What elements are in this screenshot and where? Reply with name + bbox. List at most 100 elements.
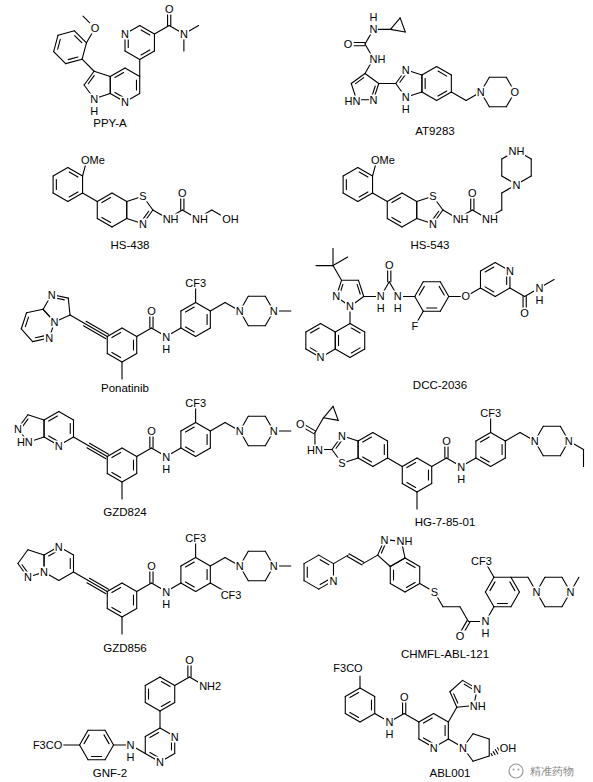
bond-line — [451, 92, 466, 101]
bond-line — [419, 714, 434, 723]
bond-line — [84, 71, 94, 85]
bond-line — [140, 26, 155, 35]
bond-line — [97, 219, 112, 228]
bond-line — [390, 558, 405, 567]
bond-line — [154, 34, 155, 51]
atom-label: N — [512, 179, 522, 190]
bond-line — [207, 434, 208, 444]
bond-line — [443, 606, 460, 607]
bond-line — [107, 354, 122, 363]
atom-label: S — [337, 458, 346, 469]
bond-line — [381, 544, 385, 553]
bond-line — [90, 443, 109, 454]
bond-line — [181, 558, 196, 567]
bond-line — [445, 725, 446, 735]
bond-line — [126, 202, 127, 219]
bond-line — [80, 745, 89, 760]
bond-line — [364, 332, 365, 349]
bond-line — [115, 73, 124, 78]
bond-line — [359, 676, 360, 688]
atom-label: N — [505, 265, 515, 276]
bond-line — [107, 328, 122, 337]
compound-name: HG-7-85-01 — [414, 517, 477, 529]
bond-line — [358, 458, 373, 467]
bond-line — [22, 419, 28, 427]
atom-label: H — [456, 473, 466, 484]
bond-line — [303, 564, 304, 581]
bond-line — [416, 492, 417, 509]
bond-line — [333, 266, 342, 281]
bond-line — [210, 303, 225, 312]
bond-line — [374, 697, 375, 714]
bond-line — [195, 541, 196, 558]
bond-line — [112, 607, 121, 612]
bond-line — [210, 431, 211, 448]
bond-line — [440, 296, 449, 311]
bond-line — [210, 566, 211, 583]
bond-line — [137, 328, 152, 337]
bond-line — [139, 77, 140, 94]
bond-line — [186, 427, 195, 432]
bond-line — [454, 694, 458, 703]
atom-label: O — [164, 3, 175, 14]
bond-line — [358, 441, 359, 458]
bond-line — [304, 555, 319, 564]
bond-line — [136, 457, 137, 474]
bond-line — [207, 569, 208, 579]
bond-line — [140, 51, 155, 60]
bond-line — [18, 550, 28, 564]
bond-line — [136, 337, 137, 354]
bond-line — [85, 324, 108, 337]
bond-line — [112, 472, 121, 477]
bond-line — [363, 555, 378, 564]
atom-label: N — [428, 218, 438, 229]
bond-line — [350, 712, 359, 717]
bond-line — [434, 714, 449, 723]
bond-line — [545, 577, 562, 578]
atom-label: O — [467, 188, 478, 199]
atom-label: H — [534, 294, 544, 305]
atom-label: N — [126, 740, 136, 751]
bond-line — [97, 193, 112, 202]
bond-line — [485, 577, 494, 592]
bond-line — [105, 745, 114, 760]
bond-line — [145, 686, 146, 703]
atom-label: S — [138, 191, 147, 202]
bond-line — [88, 76, 94, 84]
atom-label: O — [399, 691, 410, 702]
bond-line — [543, 455, 560, 456]
atom-label: NH — [162, 213, 180, 224]
bond-line — [422, 67, 437, 76]
bond-line — [59, 412, 74, 421]
bond-line — [27, 309, 44, 313]
bond-line — [122, 583, 137, 592]
atom-label: NH — [469, 700, 487, 711]
atom-label: N — [369, 24, 379, 35]
bond-line — [139, 60, 140, 77]
bond-line — [373, 433, 388, 442]
bond-line — [87, 448, 106, 459]
atom-label: H — [480, 628, 490, 639]
bond-line — [25, 317, 28, 327]
atom-label: N — [316, 352, 326, 363]
bond-line — [359, 172, 368, 177]
bond-line — [338, 335, 339, 345]
bond-line — [69, 172, 78, 177]
bond-line — [451, 75, 452, 92]
atom-label: N — [54, 541, 64, 552]
atom-label: CF3 — [184, 532, 207, 543]
bond-line — [350, 693, 359, 698]
atom-label: N — [269, 426, 279, 437]
bond-line — [448, 707, 457, 722]
atom-label: N — [170, 731, 180, 742]
atom-label: N — [161, 586, 171, 597]
atom-label: O — [455, 631, 466, 642]
bond-line — [181, 423, 196, 432]
bond-line — [372, 176, 373, 193]
bond-line — [59, 572, 74, 581]
bond-line — [505, 441, 506, 458]
bond-line — [356, 78, 364, 84]
bond-line — [180, 566, 181, 583]
bond-line — [112, 453, 121, 458]
